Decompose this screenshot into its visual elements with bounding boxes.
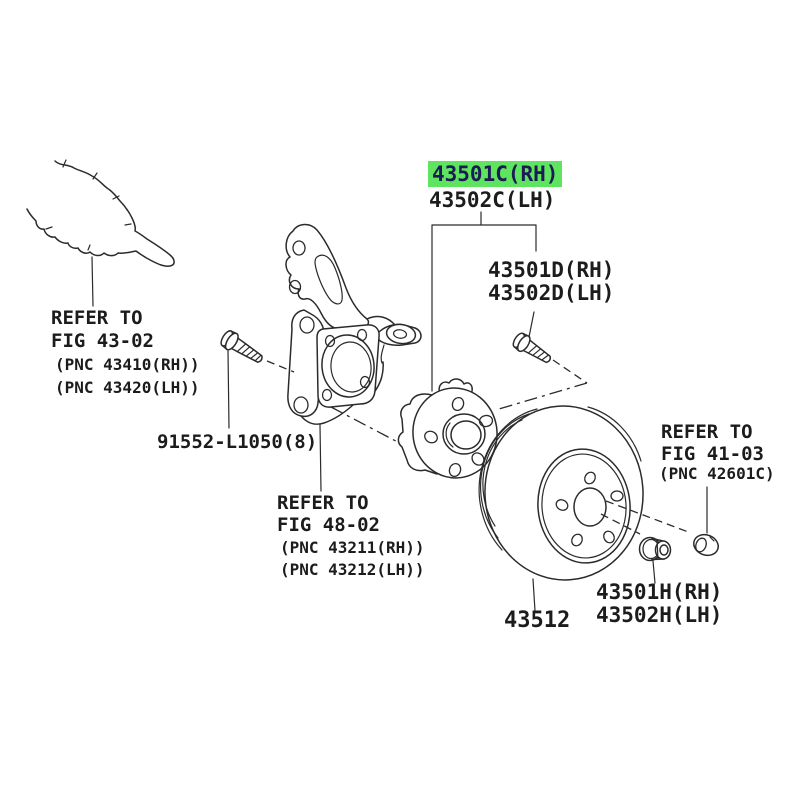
part-label-hub-bolt-rh[interactable]: 43501D(RH) xyxy=(488,258,615,282)
steering-knuckle-drawing xyxy=(285,223,422,425)
hub-bolt-dash-line xyxy=(552,359,588,384)
nut-leader-line xyxy=(652,560,656,584)
note-fig-48-02-line2: FIG 48-02 xyxy=(277,514,380,536)
hub-bearing-drawing xyxy=(397,378,498,479)
note-fig-41-03-line2: FIG 41-03 xyxy=(661,443,764,465)
knuckle-note-leader-line xyxy=(319,424,322,492)
knuckle-bolt-drawing xyxy=(220,330,263,363)
part-label-hub-bolt-lh[interactable]: 43502D(LH) xyxy=(488,281,615,305)
part-label-hub-lh[interactable]: 43502C(LH) xyxy=(429,188,556,212)
note-fig-41-03-line3: (PNC 42601C) xyxy=(659,464,775,483)
lock-nut-drawing xyxy=(638,536,672,562)
note-fig-43-02-line4: (PNC 43420(LH)) xyxy=(55,378,200,397)
note-fig-43-02-line2: FIG 43-02 xyxy=(51,330,154,352)
part-label-lock-nut-lh[interactable]: 43502H(LH) xyxy=(596,603,723,627)
pointing-hand-icon xyxy=(26,159,175,267)
note-fig-48-02-line4: (PNC 43212(LH)) xyxy=(280,560,425,579)
brake-disc-drawing xyxy=(478,405,644,581)
knock-pin-drawing xyxy=(693,533,719,557)
note-fig-48-02-line3: (PNC 43211(RH)) xyxy=(280,538,425,557)
note-fig-41-03-line1: REFER TO xyxy=(661,421,753,443)
hand-leader-line xyxy=(91,256,94,307)
note-fig-48-02-line1: REFER TO xyxy=(277,492,369,514)
note-fig-43-02-line1: REFER TO xyxy=(51,307,143,329)
nut-dash-line xyxy=(600,513,641,535)
disc-leader-line xyxy=(532,578,536,612)
knuckle-bolt-dashdot-line xyxy=(330,406,410,449)
part-label-knuckle-bolt[interactable]: 91552-L1050(8) xyxy=(157,431,318,453)
part-label-brake-disc[interactable]: 43512 xyxy=(504,608,571,633)
knuckle-bolt-dash-line xyxy=(266,360,295,373)
part-label-hub-rh-highlighted[interactable]: 43501C(RH) xyxy=(428,161,563,187)
hub-bolt-drawing xyxy=(512,332,552,364)
part-label-lock-nut-rh[interactable]: 43501H(RH) xyxy=(596,580,723,604)
knuckle-bolt-leader-line xyxy=(227,350,230,429)
hub-label-bracket xyxy=(431,211,537,392)
note-fig-43-02-line3: (PNC 43410(RH)) xyxy=(55,355,200,374)
pin-dash-line xyxy=(605,500,692,534)
hub-bolt-dashdot-line xyxy=(498,382,588,410)
